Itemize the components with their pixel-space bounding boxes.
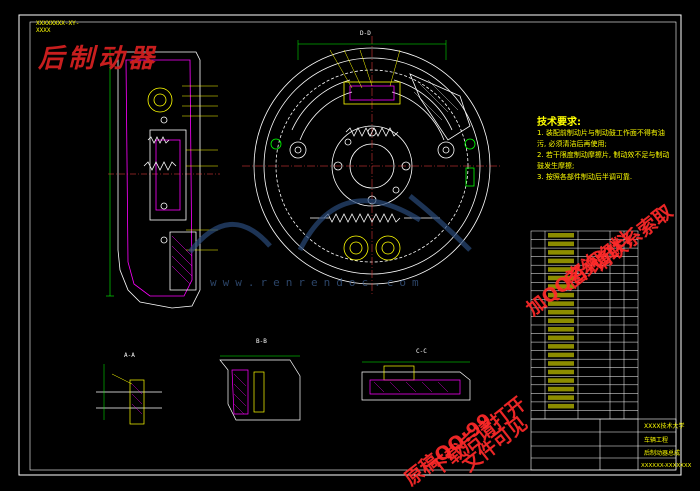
inner-frame: [29, 21, 677, 471]
detail-view-b: [219, 355, 301, 421]
parts-row-text-block: [548, 344, 574, 349]
parts-list-table: [530, 230, 639, 420]
tech-requirements-title: 技术要求:: [537, 117, 581, 128]
section-label-d: D-D: [360, 30, 371, 37]
tech-line-2: 污, 必须清洁后再使用;: [537, 140, 607, 148]
parts-row-text-block: [548, 352, 574, 358]
watermark-url: www.renrendoc.com: [210, 276, 425, 289]
parts-row-text-block: [548, 378, 574, 383]
section-label-a: A-A: [124, 352, 135, 359]
parts-row-text-block: [548, 403, 574, 409]
section-label-b: B-B: [256, 338, 267, 345]
parts-row-text-block: [548, 233, 574, 238]
parts-row-text-block: [548, 292, 574, 298]
section-label-c: C-C: [416, 348, 427, 355]
parts-row-text-block: [548, 386, 574, 392]
parts-row-text-block: [548, 284, 574, 289]
title-block-dept: 车辆工程: [644, 436, 668, 444]
tech-line-3: 2. 若干限度制动摩擦片, 制动效不足与制动: [537, 151, 670, 159]
title-block: [530, 418, 677, 471]
parts-row-text-block: [548, 301, 574, 306]
parts-row-text-block: [548, 327, 574, 332]
parts-row-text-block: [548, 361, 574, 366]
parts-row-text-block: [548, 258, 574, 264]
outer-frame: [18, 14, 682, 476]
parts-row-text-block: [548, 309, 574, 315]
parts-row-text-block: [548, 241, 574, 247]
front-view: [242, 36, 502, 296]
parts-row-text-block: [548, 395, 574, 400]
title-block-text: XXXX技术大学 车辆工程 后制动器总成 XXXXXX-XXXXXXX: [641, 422, 692, 469]
parts-row-text-block: [548, 369, 574, 375]
title-block-drawing-name: 后制动器总成: [644, 449, 680, 457]
tech-line-5: 3. 按照各部件制动后半调可靠.: [537, 173, 633, 181]
parts-row-text-block: [548, 267, 574, 272]
watermark-logo: [188, 194, 472, 254]
drawing-top-tag: XXXXXXXX-XY-XXXX: [36, 20, 80, 34]
title-block-drawing-no: XXXXXX-XXXXXXX: [641, 463, 692, 469]
parts-row-text-block: [548, 275, 574, 281]
watermark-title: 后制动器: [38, 44, 159, 74]
parts-row-text-block: [548, 318, 574, 323]
parts-row-text-block: [548, 250, 574, 255]
tech-line-4: 鼓发生摩擦;: [537, 162, 575, 170]
detail-view-c: [361, 361, 471, 401]
tech-line-1: 1. 装配前制动片与制动鼓工作面不得有油: [537, 129, 665, 137]
detail-view-a: [96, 364, 162, 425]
parts-row-text-block: [548, 335, 574, 341]
title-block-school: XXXX技术大学: [644, 422, 684, 430]
side-section-view: [106, 47, 220, 309]
